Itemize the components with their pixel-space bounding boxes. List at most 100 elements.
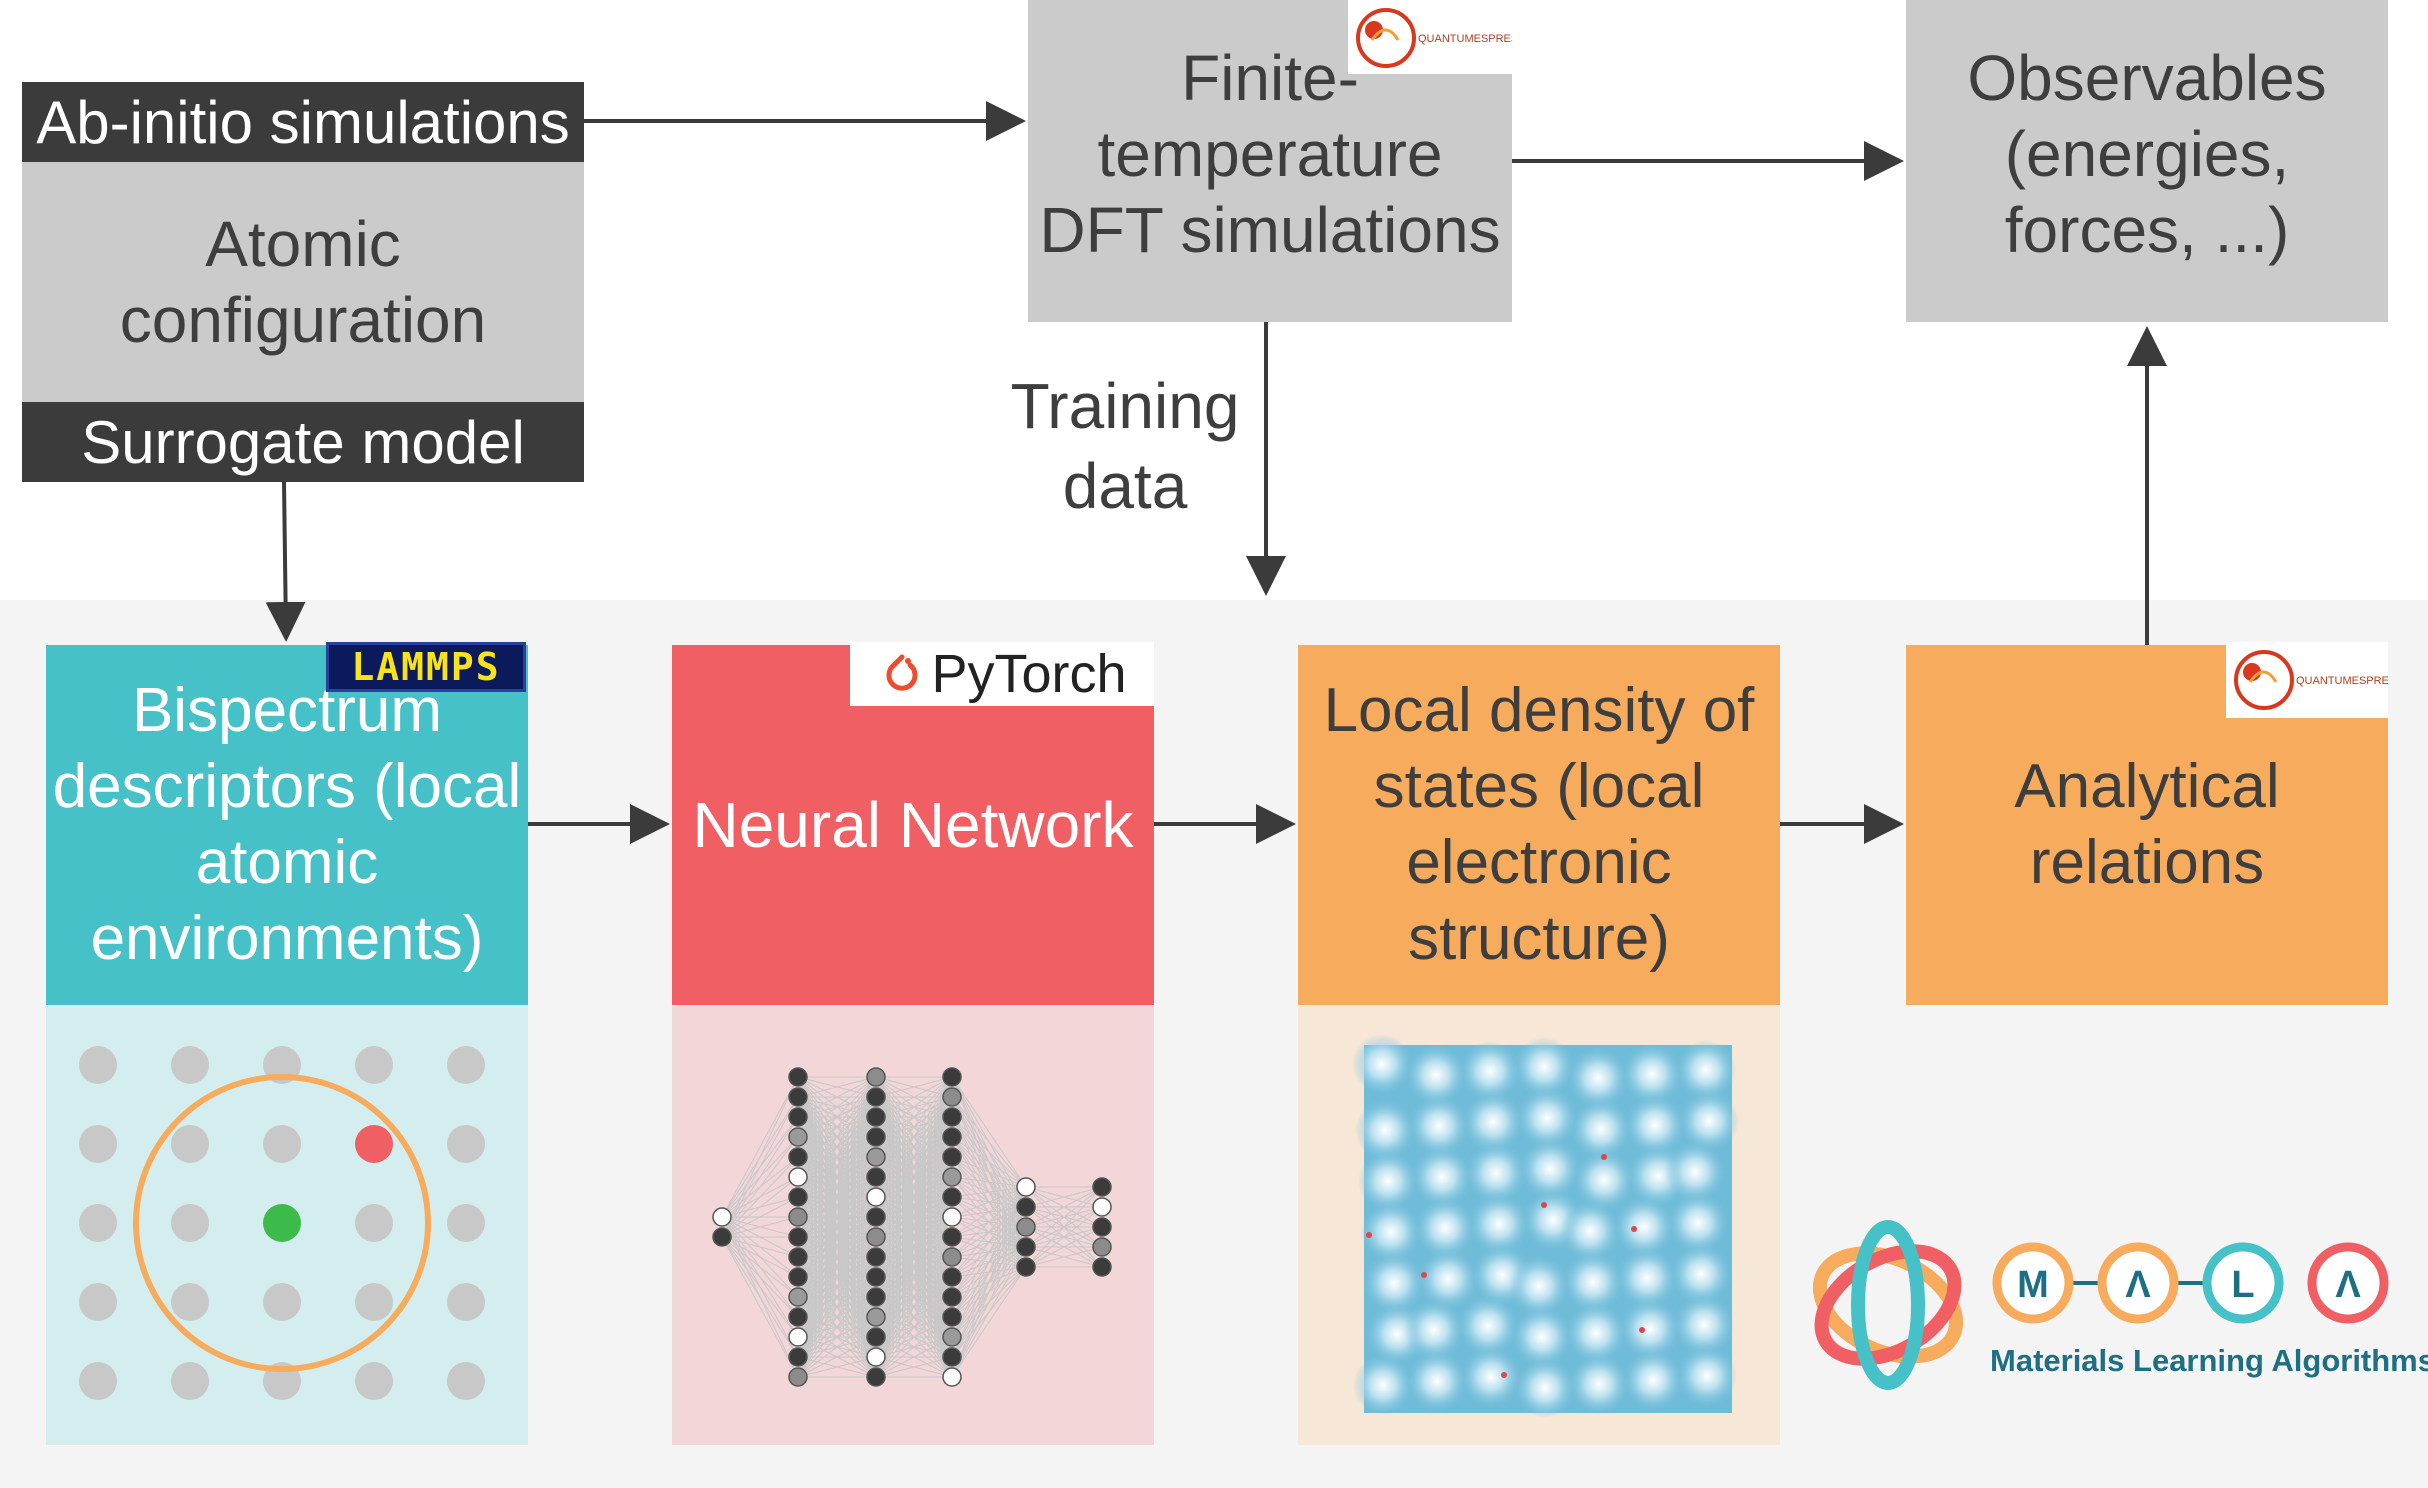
atom — [447, 1204, 485, 1242]
dft-simulations-text: Finite-temperature DFT simulations — [1039, 42, 1501, 266]
neuron — [942, 1167, 962, 1187]
neuron — [788, 1087, 808, 1107]
mala-letter-a2: Λ — [2335, 1264, 2361, 1306]
neuron — [866, 1087, 886, 1107]
analytical-relations-box: Analytical relations — [1906, 645, 2388, 1005]
abinitio-label-text: Ab-initio simulations — [36, 88, 570, 156]
atom — [79, 1283, 117, 1321]
neuron — [788, 1127, 808, 1147]
neuron — [942, 1247, 962, 1267]
neuron — [866, 1347, 886, 1367]
atom-marker — [1421, 1272, 1427, 1278]
abinitio-label: Ab-initio simulations — [22, 82, 584, 162]
observables-text: Observables (energies, forces, ...) — [1967, 42, 2327, 266]
neuron — [788, 1067, 808, 1087]
neuron — [866, 1267, 886, 1287]
atomic-configuration-text: Atomic configuration — [119, 208, 487, 356]
neuron — [788, 1307, 808, 1327]
atom — [355, 1204, 393, 1242]
mala-letter-a1: Λ — [2125, 1264, 2151, 1306]
atom — [447, 1283, 485, 1321]
observables-box: Observables (energies, forces, ...) — [1906, 0, 2388, 322]
pytorch-logo: PyTorch — [850, 642, 1154, 706]
neuron — [1016, 1177, 1036, 1197]
cutoff-circle — [133, 1074, 431, 1372]
neuron — [788, 1287, 808, 1307]
neuron — [942, 1127, 962, 1147]
atom — [355, 1283, 393, 1321]
training-data-text: Training data — [1010, 370, 1240, 522]
neuron — [712, 1207, 732, 1227]
qe-bottom-text: QUANTUMESPRESSO — [2296, 675, 2388, 687]
atom — [79, 1046, 117, 1084]
neuron — [942, 1207, 962, 1227]
network-graph — [712, 1067, 1112, 1387]
neuron — [866, 1287, 886, 1307]
neuron — [942, 1287, 962, 1307]
pytorch-flame-icon — [886, 654, 918, 691]
neuron — [788, 1327, 808, 1347]
bispectrum-text: Bispectrum descriptors (local atomic env… — [52, 676, 522, 973]
surrogate-model-label: Surrogate model — [22, 402, 584, 482]
atom-marker — [1366, 1232, 1372, 1238]
neuron — [712, 1227, 732, 1247]
lammps-logo: LAMMPS — [326, 642, 526, 692]
pytorch-logo-text: PyTorch — [931, 644, 1127, 704]
atom — [447, 1125, 485, 1163]
ldos-box: Local density of states (local electroni… — [1298, 645, 1780, 1005]
neuron — [1092, 1197, 1112, 1217]
neuron — [1016, 1197, 1036, 1217]
ldos-illustration — [1298, 1005, 1780, 1445]
atom — [263, 1125, 301, 1163]
neuron — [788, 1187, 808, 1207]
neuron — [788, 1207, 808, 1227]
neuron — [942, 1347, 962, 1367]
neuron — [1092, 1177, 1112, 1197]
training-data-label: Training data — [980, 366, 1270, 526]
neuron — [866, 1227, 886, 1247]
atom-grid — [79, 1046, 485, 1400]
atom — [171, 1362, 209, 1400]
atom — [171, 1125, 209, 1163]
qe-top-text: QUANTUMESPRESSO — [1418, 33, 1512, 45]
mala-orbit-icon: M Λ L Λ — [1812, 1220, 2389, 1390]
neuron — [942, 1367, 962, 1387]
neuron — [788, 1147, 808, 1167]
atom — [355, 1125, 393, 1163]
connections — [721, 1076, 1103, 1378]
atom — [263, 1204, 301, 1242]
neuron — [866, 1167, 886, 1187]
ldos-text: Local density of states (local electroni… — [1323, 676, 1755, 973]
dft-simulations-box: Finite-temperature DFT simulations — [1028, 0, 1512, 322]
atom-marker — [1501, 1372, 1507, 1378]
lammps-logo-text: LAMMPS — [351, 645, 501, 689]
neuron — [866, 1127, 886, 1147]
atom — [447, 1046, 485, 1084]
neuron — [1016, 1217, 1036, 1237]
neural-network-text: Neural Network — [692, 789, 1134, 861]
neuron — [942, 1187, 962, 1207]
mala-logo: M Λ L Λ Materials Learning Algorithms — [1800, 1215, 2428, 1395]
neuron — [866, 1307, 886, 1327]
atom — [355, 1046, 393, 1084]
quantum-espresso-logo-icon: QUANTUMESPRESSO — [1356, 8, 1512, 68]
neuron — [866, 1327, 886, 1347]
neuron — [866, 1187, 886, 1207]
neuron — [866, 1367, 886, 1387]
mala-letter-l: L — [2231, 1264, 2254, 1306]
atom — [447, 1362, 485, 1400]
atom-marker — [1639, 1327, 1645, 1333]
atom — [79, 1362, 117, 1400]
neuron — [942, 1267, 962, 1287]
atom — [263, 1283, 301, 1321]
neuron — [788, 1367, 808, 1387]
bispectrum-illustration — [46, 1005, 528, 1445]
mala-letter-m: M — [2017, 1264, 2049, 1306]
neuron — [1092, 1237, 1112, 1257]
atom-marker — [1601, 1154, 1607, 1160]
bispectrum-box: Bispectrum descriptors (local atomic env… — [46, 645, 528, 1005]
atom — [79, 1204, 117, 1242]
neuron — [942, 1327, 962, 1347]
neuron — [1092, 1217, 1112, 1237]
neuron — [866, 1207, 886, 1227]
